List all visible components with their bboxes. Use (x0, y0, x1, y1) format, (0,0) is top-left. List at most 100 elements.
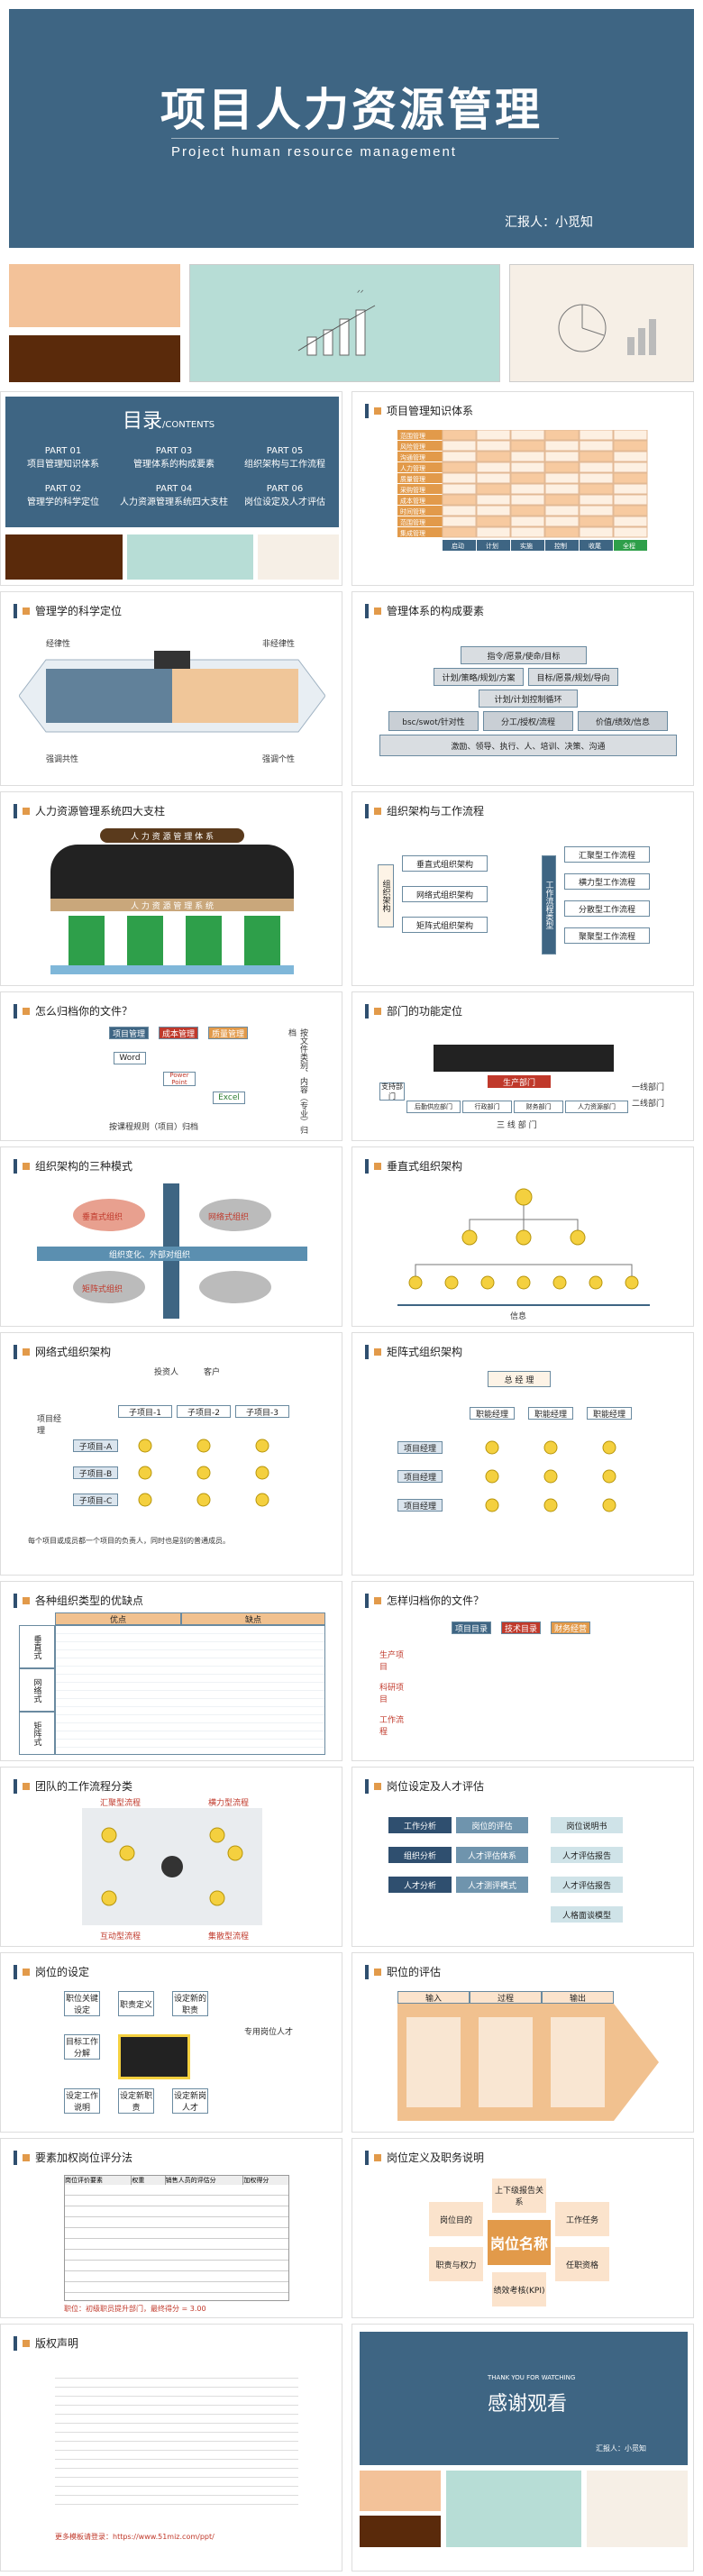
archive-side: 按文件类别、内容（专业）归档 (287, 1028, 307, 1134)
type-network: 网络式 (19, 1668, 55, 1712)
archive2-left-2: 科研项目 (379, 1684, 405, 1704)
km-cell (442, 451, 477, 462)
pros-cons-body (55, 1625, 325, 1755)
slide-three-modes: 组织架构的三种模式 垂直式组织 网络式组织 矩阵式组织 组织变化、外部对组织 (0, 1146, 342, 1327)
flow-d: 集散型流程 (208, 1932, 250, 1941)
km-col-label: 计划 (486, 542, 498, 550)
assess-right-3: 人才评估报告 (551, 1877, 623, 1893)
toc-label: 人力资源管理系统四大支柱 (120, 498, 228, 507)
score-head-4: 加权得分 (243, 2177, 269, 2184)
team-flow-diagram (82, 1808, 262, 1925)
km-cell (476, 516, 511, 527)
slide-header: 矩阵式组织架构 (365, 1344, 462, 1359)
matrix-row-3: 项目经理 (397, 1499, 443, 1512)
km-cell (579, 430, 614, 441)
assess-left-1: 工作分析 (388, 1817, 452, 1833)
flow-b: 横力型流程 (208, 1799, 250, 1808)
matrix-mid-2: 职能经理 (528, 1407, 573, 1420)
link-url[interactable]: https://www.51miz.com/ppt/ (113, 2533, 215, 2541)
km-row-bg (397, 506, 443, 516)
km-cell (613, 494, 648, 506)
slide-title: 要素加权岗位评分法 (35, 2151, 133, 2164)
archive2-head-3: 财务经营 (551, 1621, 590, 1634)
archive2-head-2: 技术目录 (501, 1621, 541, 1634)
km-cell (510, 494, 545, 506)
slide-team-flow: 团队的工作流程分类 汇聚型流程 横力型流程 互动型流程 集散型流程 (0, 1767, 342, 1947)
km-col-bg (580, 540, 613, 551)
workflow-2: 横力型工作流程 (564, 873, 650, 890)
cover-slide: 项目人力资源管理 Project human resource manageme… (0, 0, 703, 391)
dept-left: 支持部门 (379, 1082, 405, 1101)
job-around-3: 任职资格 (555, 2247, 609, 2281)
job-around-2: 工作任务 (555, 2202, 609, 2236)
slide-weighted-score: 要素加权岗位评分法 岗位评价要素 权重 销售人员的评估分 加权得分 职位：初级职… (0, 2138, 342, 2318)
km-cell (510, 440, 545, 452)
km-cell (544, 430, 580, 441)
element-l8: 激励、领导、执行、人、培训、决策、沟通 (379, 735, 677, 756)
matrix-top: 总 经 理 (488, 1371, 551, 1387)
workflow-side-label: 工作流程类型 (542, 855, 556, 955)
slide-title: 岗位设定及人才评估 (387, 1780, 485, 1793)
km-row-bg (397, 484, 443, 494)
assess-mid-2: 人才评估体系 (456, 1847, 528, 1863)
network-pm: 项目经理 (37, 1415, 62, 1436)
km-cell (442, 526, 477, 538)
chart-photo-cream (509, 264, 694, 382)
toc-label: 管理体系的构成要素 (133, 460, 215, 470)
km-col-bg (545, 540, 579, 551)
slide-header: 组织架构的三种模式 (14, 1158, 132, 1174)
km-col-label: 收尾 (589, 542, 601, 550)
mode-vertical: 垂直式组织 (82, 1213, 123, 1222)
end-block-brown (360, 2516, 441, 2547)
archive-head-2: 成本管理 (159, 1027, 198, 1039)
network-row-c: 子项目-C (73, 1494, 118, 1506)
km-cell (613, 516, 648, 527)
element-l3: 目标/愿景/规划/导向 (528, 668, 618, 686)
km-col-bg (477, 540, 510, 551)
slide-header: 岗位定义及职务说明 (365, 2150, 484, 2165)
km-row-bg (397, 516, 443, 526)
toc-label: 管理学的科学定位 (27, 498, 99, 507)
color-block-peach (9, 264, 180, 327)
end-thank: 感谢观看 (488, 2393, 568, 2416)
mode-axis: 组织变化、外部对组织 (109, 1251, 191, 1260)
cover-title: 项目人力资源管理 (160, 84, 543, 136)
workflow-3: 分散型工作流程 (564, 900, 650, 917)
pros-head: 优点 (55, 1612, 181, 1625)
slide-title: 部门的功能定位 (387, 1005, 463, 1018)
archive-excel: Excel (213, 1092, 245, 1104)
eval-arrow (397, 2004, 659, 2121)
org-left-3: 矩阵式组织架构 (402, 917, 488, 933)
km-cell (544, 461, 580, 473)
km-cell (510, 483, 545, 495)
km-cell (579, 494, 614, 506)
slide-title: 岗位的设定 (35, 1966, 90, 1978)
slide-job-eval: 职位的评估 输入 过程 输出 (352, 1952, 694, 2133)
km-row-label: 范围管理 (400, 518, 425, 526)
km-col-label: 实施 (520, 542, 533, 550)
toc-part: PART 06 (266, 484, 304, 494)
toc-panel (5, 397, 339, 527)
green-pillars (50, 916, 294, 974)
matrix-mid-1: 职能经理 (470, 1407, 515, 1420)
score-note: 职位：初级职员提升部门，最终得分 = 3.00 (64, 2305, 206, 2313)
slide-network-org: 网络式组织架构 投资人 客户 项目经理 子项目-1 子项目-2 子项目-3 子项… (0, 1332, 342, 1576)
km-cell (544, 494, 580, 506)
km-row-bg (397, 430, 443, 440)
dept-tier-1: 一线部门 (632, 1083, 665, 1092)
network-investor: 投资人 (154, 1368, 179, 1377)
copyright-link[interactable]: 更多模板请登录：https://www.51miz.com/ppt/ (55, 2532, 215, 2542)
assess-right-4: 人格面谈模型 (551, 1906, 623, 1923)
km-cell (544, 516, 580, 527)
km-cell (442, 505, 477, 516)
slide-matrix-org: 矩阵式组织架构 总 经 理 职能经理 职能经理 职能经理 项目经理 项目经理 项… (352, 1332, 694, 1576)
km-cell (510, 461, 545, 473)
km-cell (510, 516, 545, 527)
